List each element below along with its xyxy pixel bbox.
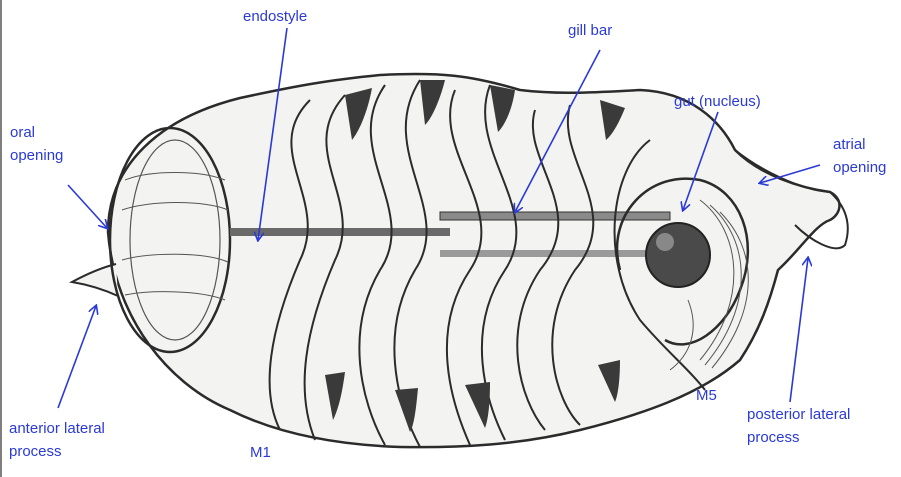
label-atrial-line1: atrial bbox=[833, 133, 886, 156]
label-anterior-line1: anterior lateral bbox=[9, 417, 105, 440]
label-m1: M1 bbox=[250, 441, 271, 464]
label-anterior-line2: process bbox=[9, 440, 105, 463]
label-gill-bar-text: gill bar bbox=[568, 19, 612, 42]
arrow-oral-opening bbox=[68, 185, 107, 228]
label-gill-bar: gill bar bbox=[568, 19, 612, 42]
label-m5-text: M5 bbox=[696, 384, 717, 407]
gut-highlight bbox=[656, 233, 674, 251]
label-endostyle-text: endostyle bbox=[243, 5, 307, 28]
label-oral-line1: oral bbox=[10, 121, 63, 144]
arrow-posterior-process bbox=[790, 258, 808, 402]
label-posterior-line2: process bbox=[747, 426, 850, 449]
label-m5: M5 bbox=[696, 384, 717, 407]
label-endostyle: endostyle bbox=[243, 5, 307, 28]
label-m1-text: M1 bbox=[250, 441, 271, 464]
gut-nucleus bbox=[646, 223, 710, 287]
label-atrial-opening: atrial opening bbox=[833, 133, 886, 179]
gill-bar-rod bbox=[440, 212, 670, 220]
label-oral-line2: opening bbox=[10, 144, 63, 167]
label-atrial-line2: opening bbox=[833, 156, 886, 179]
label-anterior-process: anterior lateral process bbox=[9, 417, 105, 463]
label-oral-opening: oral opening bbox=[10, 121, 63, 167]
arrow-anterior-process bbox=[58, 306, 96, 408]
endostyle-rod bbox=[230, 228, 450, 236]
label-posterior-process: posterior lateral process bbox=[747, 403, 850, 449]
label-gut: gut (nucleus) bbox=[674, 90, 761, 113]
label-gut-text: gut (nucleus) bbox=[674, 90, 761, 113]
label-posterior-line1: posterior lateral bbox=[747, 403, 850, 426]
